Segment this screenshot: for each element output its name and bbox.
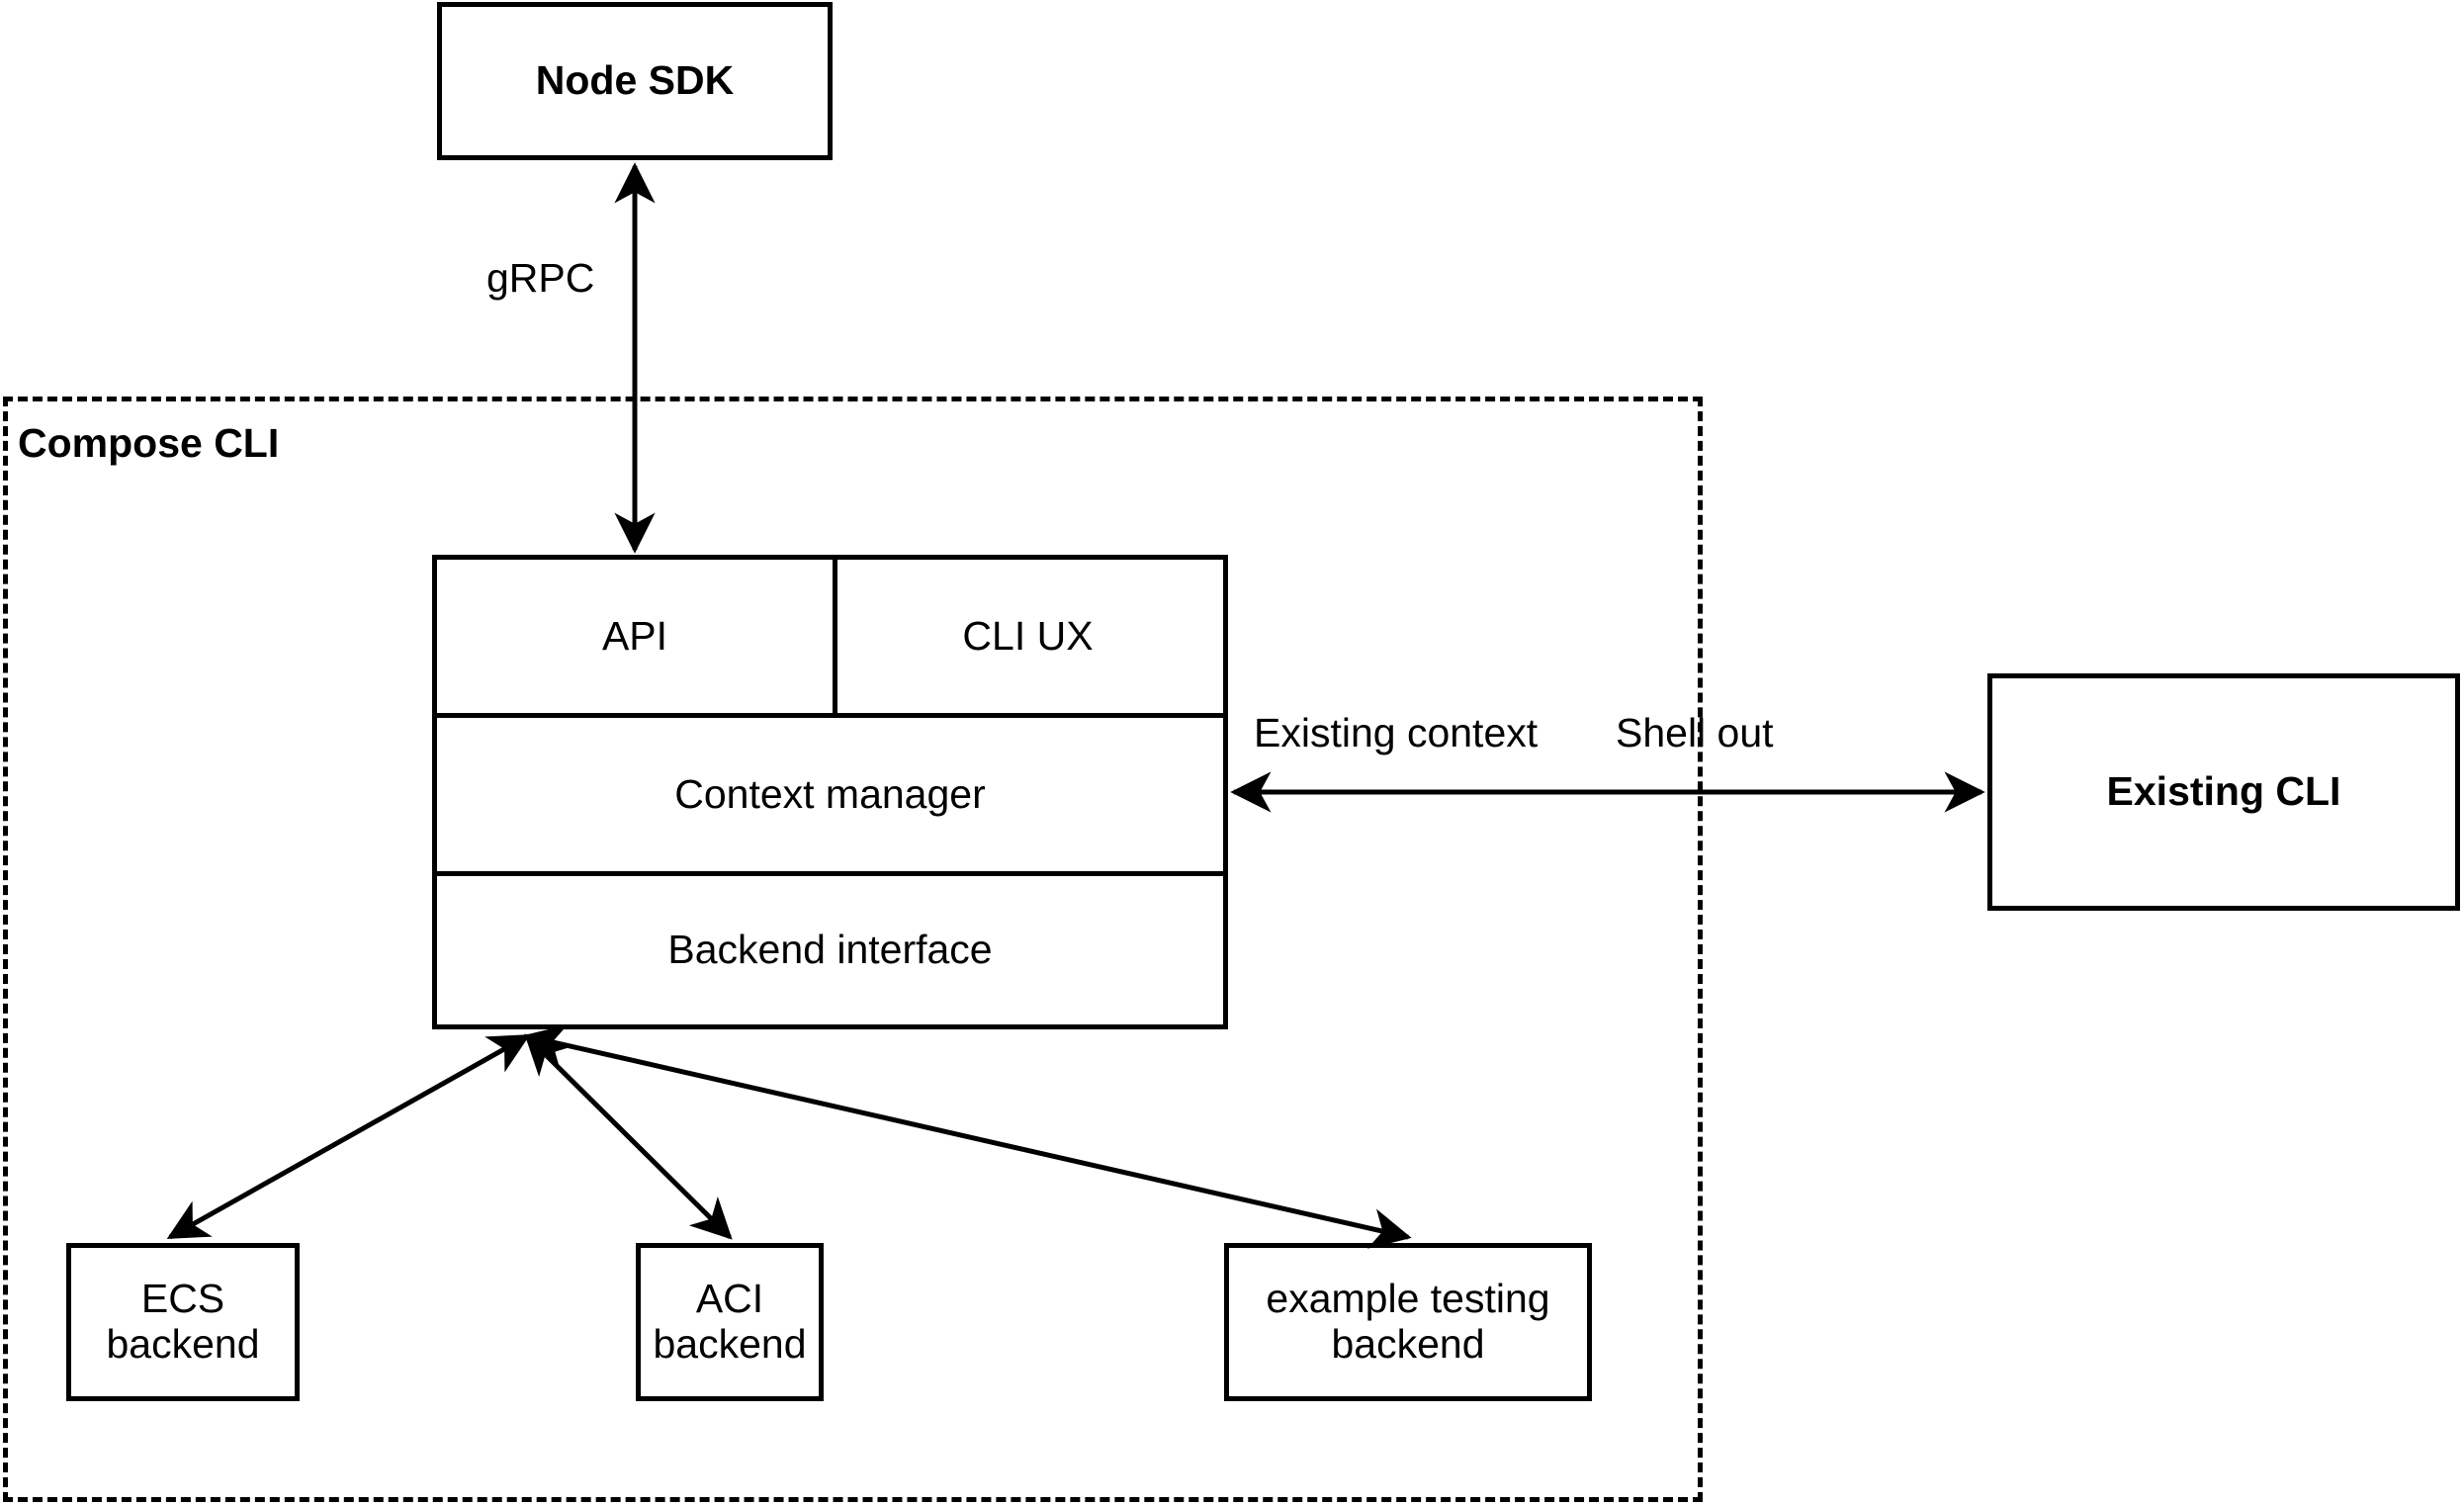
edge-backend-example-line — [523, 1024, 1412, 1249]
stack-row-backend-interface: Backend interface — [437, 876, 1223, 1024]
stack-divider-api-cliux — [833, 560, 837, 713]
group-compose-cli-label: Compose CLI — [18, 420, 280, 466]
stack-cell-api[interactable]: API — [437, 560, 833, 713]
node-existing-cli[interactable]: Existing CLI — [1987, 673, 2460, 911]
stack-cell-backend-interface[interactable]: Backend interface — [437, 876, 1223, 1024]
stack-divider-row1-row2 — [437, 713, 1223, 718]
stack-cell-cli-ux[interactable]: CLI UX — [833, 560, 1223, 713]
node-aci-backend-label: ACI backend — [653, 1276, 807, 1367]
stack-row-api-cliux: API CLI UX — [437, 560, 1223, 713]
node-example-testing-backend[interactable]: example testing backend — [1224, 1243, 1592, 1401]
node-example-testing-backend-label: example testing backend — [1266, 1276, 1550, 1367]
stack-cell-api-label: API — [601, 612, 668, 659]
edge-backend-aci-line — [524, 1033, 733, 1240]
stack-row-context-manager: Context manager — [437, 718, 1223, 871]
node-ecs-backend[interactable]: ECS backend — [66, 1243, 300, 1401]
edge-label-existing-context: Existing context — [1254, 710, 1539, 755]
node-node-sdk[interactable]: Node SDK — [437, 2, 833, 160]
edge-label-grpc: gRPC — [486, 255, 595, 301]
node-node-sdk-label: Node SDK — [535, 57, 735, 104]
node-ecs-backend-label: ECS backend — [106, 1276, 260, 1367]
stack-cell-cli-ux-label: CLI UX — [962, 612, 1094, 659]
node-existing-cli-label: Existing CLI — [2106, 768, 2341, 815]
stack-cell-context-manager[interactable]: Context manager — [437, 718, 1223, 871]
stack-cell-backend-interface-label: Backend interface — [667, 927, 993, 973]
edge-label-shell-out: Shell out — [1616, 710, 1774, 755]
edge-backend-ecs-line — [166, 1033, 531, 1240]
stack-cell-context-manager-label: Context manager — [674, 770, 986, 817]
group-compose-cli — [3, 397, 1703, 1502]
stack-divider-row2-row3 — [437, 871, 1223, 876]
